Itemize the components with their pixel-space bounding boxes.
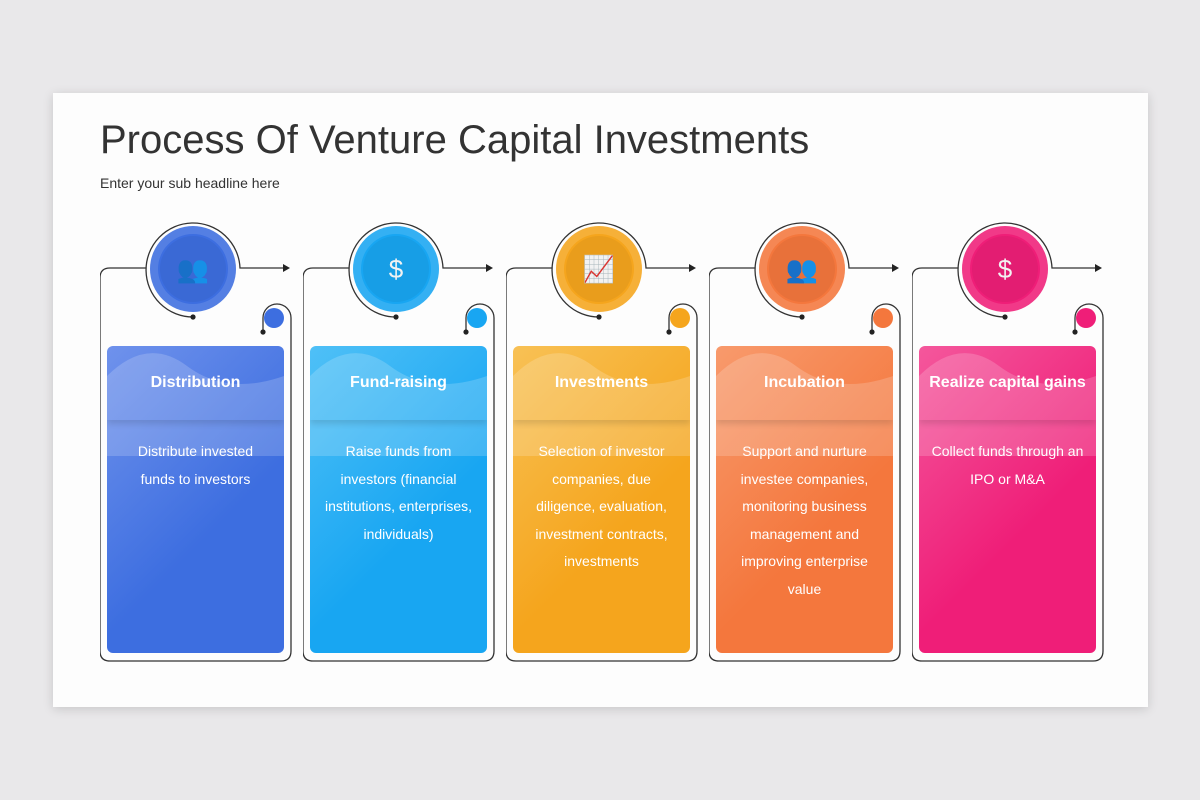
people-presentation-icon: 👥 (176, 253, 210, 284)
process-step: 👥 Incubation Support and nurture investe… (709, 215, 909, 670)
step-card: Distribution Distribute invested funds t… (107, 346, 284, 653)
step-dot (1076, 308, 1096, 328)
step-dot (467, 308, 487, 328)
process-step: $ Fund-raising Raise funds from investor… (303, 215, 503, 670)
step-icon-circle: $ (962, 226, 1048, 312)
connector-lines (506, 222, 698, 662)
step-card: Fund-raising Raise funds from investors … (310, 346, 487, 653)
step-card: Investments Selection of investor compan… (513, 346, 690, 653)
connector-lines (303, 222, 495, 662)
wave-decoration (310, 353, 487, 456)
step-description: Distribute invested funds to investors (137, 443, 254, 487)
step-title: Realize capital gains (919, 346, 1096, 420)
connector-lines (912, 222, 1104, 662)
step-icon-circle: $ (353, 226, 439, 312)
coin-stack-icon: $ (997, 253, 1013, 284)
step-icon-circle: 👥 (759, 226, 845, 312)
connector-lines (100, 222, 292, 662)
step-icon-circle: 📈 (556, 226, 642, 312)
wave-decoration (107, 353, 284, 456)
step-card: Realize capital gains Collect funds thro… (919, 346, 1096, 653)
coins-dollar-icon: $ (388, 253, 404, 284)
step-description: Collect funds through an IPO or M&A (931, 443, 1084, 487)
step-dot (264, 308, 284, 328)
process-step: 📈 Investments Selection of investor comp… (506, 215, 706, 670)
page-subtitle: Enter your sub headline here (100, 175, 280, 191)
step-description: Support and nurture investee companies, … (740, 443, 869, 597)
step-description: Selection of investor companies, due dil… (535, 443, 668, 569)
line-chart-icon: 📈 (582, 253, 616, 284)
step-card: Incubation Support and nurture investee … (716, 346, 893, 653)
wave-decoration (513, 353, 690, 456)
step-title: Investments (513, 346, 690, 420)
page-title: Process Of Venture Capital Investments (100, 118, 810, 162)
step-title: Incubation (716, 346, 893, 420)
mentoring-icon: 👥 (785, 253, 819, 284)
step-dot (670, 308, 690, 328)
step-icon-circle: 👥 (150, 226, 236, 312)
process-step: $ Realize capital gains Collect funds th… (912, 215, 1112, 670)
step-description: Raise funds from investors (financial in… (324, 443, 473, 542)
wave-decoration (919, 353, 1096, 456)
step-dot (873, 308, 893, 328)
step-title: Fund-raising (310, 346, 487, 420)
step-title: Distribution (107, 346, 284, 420)
process-step: 👥 Distribution Distribute invested funds… (100, 215, 300, 670)
wave-decoration (716, 353, 893, 456)
connector-lines (709, 222, 901, 662)
